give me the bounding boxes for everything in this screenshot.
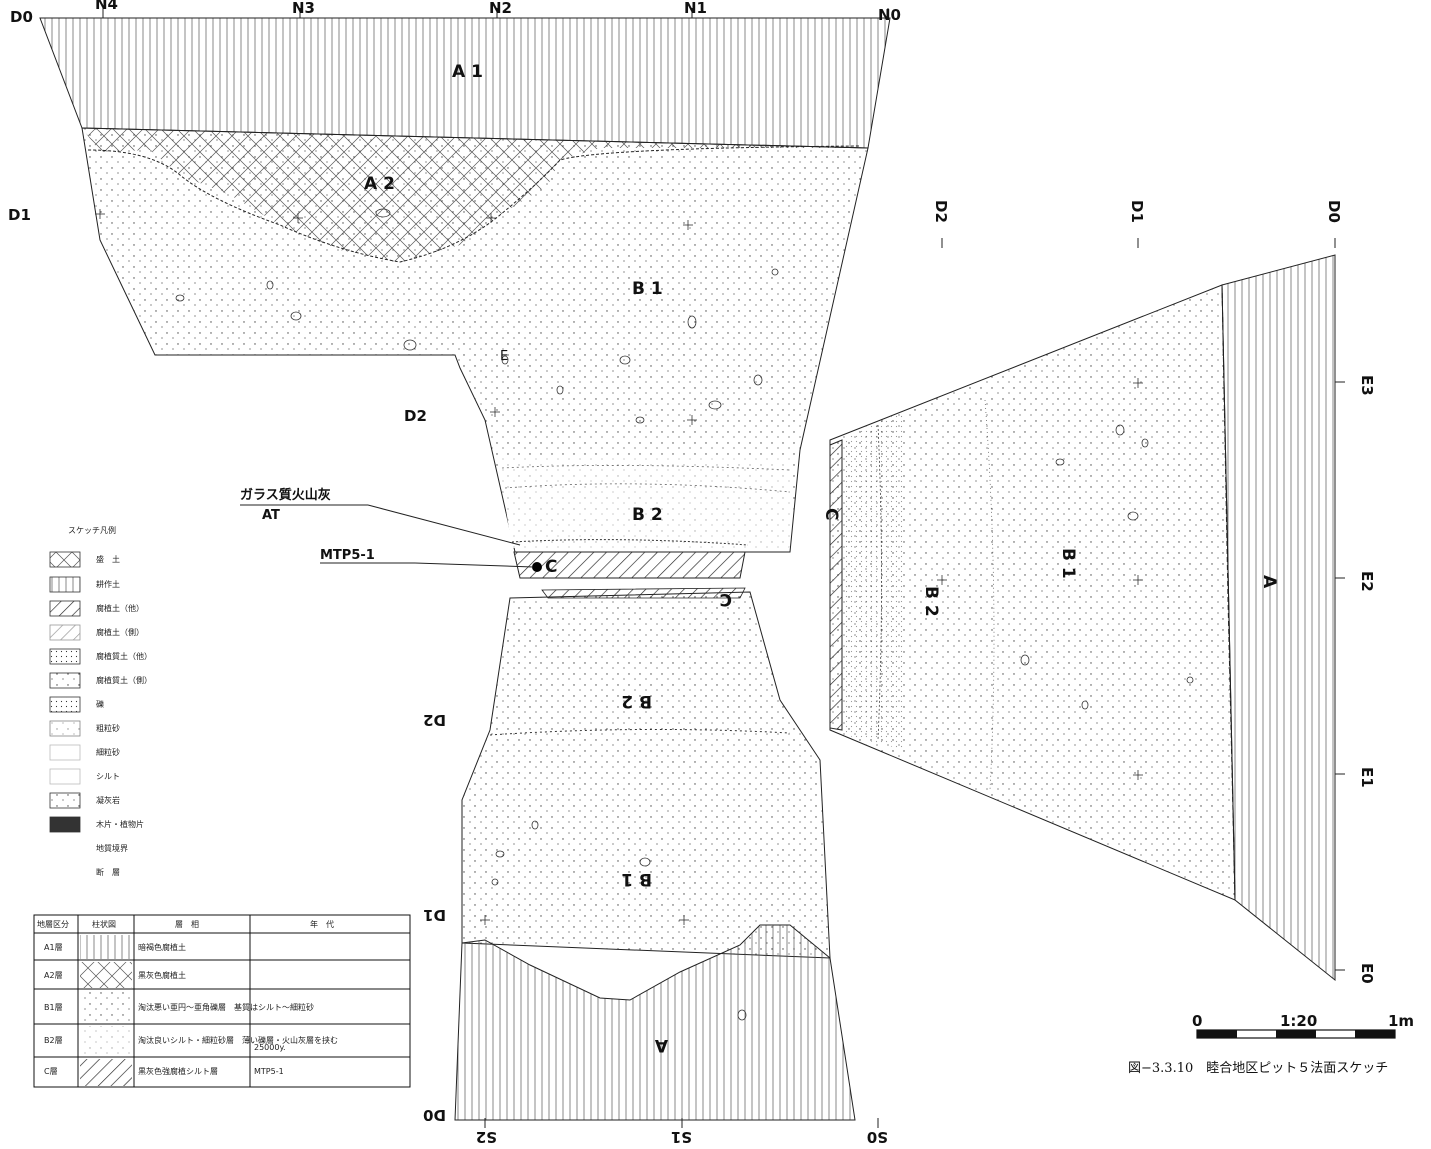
layer-label-b1: B 1 [632,279,663,299]
tick-n4: N4 [95,0,118,13]
south-wall-section [454,587,879,1128]
east-top-d2: D2 [932,200,950,223]
scale-start: 0 [1192,1012,1202,1030]
layer-a1 [39,17,891,149]
table-header: 地層区分 [37,919,69,929]
table-row-name: B1層 [44,1003,63,1012]
table-row-age: 25000y. [254,1043,286,1052]
tick-e3: E3 [1358,375,1376,396]
layer-label-c: C [545,557,557,577]
legend-item: 凝灰岩 [96,795,120,805]
tick-e2: E2 [1358,571,1376,592]
east-wall-section [829,238,1345,982]
layer-label-a2: A 2 [364,174,395,194]
tick-n2: N2 [489,0,512,17]
east-layer-b2: B 2 [921,586,941,617]
tick-n3: N3 [292,0,315,17]
scale-end: 1m [1388,1012,1414,1030]
south-layer-b2: B 2 [621,691,652,711]
table-row-name: A1層 [44,943,63,952]
table-row-desc: 淘汰悪い亜円～亜角礫層 基質はシルト～細粒砂 [138,1002,314,1012]
legend-item: 腐植土（他） [96,603,144,613]
legend-item: 腐植質土（他） [96,651,152,661]
table-header: 層 相 [175,919,199,929]
scale-mid: 1:20 [1280,1012,1317,1030]
legend-item: 木片・植物片 [96,819,144,829]
layer-label-b2: B 2 [632,505,663,525]
sample-point [532,562,542,572]
table-row-age: MTP5-1 [254,1067,284,1076]
legend-item: 細粒砂 [96,747,120,757]
layer-a-south [454,924,856,1121]
depth-d0: D0 [10,8,33,26]
table-row-desc: 暗褐色腐植土 [138,942,186,952]
legend-item: 断 層 [96,867,120,877]
table-row-desc: 黒灰色強腐植シルト層 [138,1066,218,1076]
legend-item: 地質境界 [96,843,128,853]
east-layer-b1: B 1 [1058,548,1078,579]
north-wall-section [39,8,891,579]
layer-c [513,551,746,579]
table-header: 柱状図 [92,919,116,929]
stratigraphy-table [33,914,411,1088]
south-depth-d0: D0 [423,1106,446,1124]
scale-bar [1196,1029,1396,1039]
table-row-name: A2層 [44,971,63,980]
tick-n1: N1 [684,0,707,17]
legend-item: 耕作土 [96,579,120,589]
tick-e1: E1 [1358,767,1376,788]
legend-item: 盛 土 [96,554,120,564]
table-row-name: B2層 [44,1036,63,1045]
table-row-name: C層 [44,1067,58,1076]
legend-swatches [49,551,81,833]
depth-d2: D2 [404,407,427,425]
layer-c-east [829,439,843,731]
tick-s0: S0 [867,1128,888,1146]
legend-item: 粗粒砂 [96,723,120,733]
south-depth-d2: D2 [423,711,446,729]
legend-item: シルト [96,772,120,781]
tick-s2: S2 [476,1128,497,1146]
sample-label: MTP5-1 [320,548,375,563]
east-top-d0: D0 [1325,200,1343,223]
tick-s1: S1 [671,1128,692,1146]
layer-label-e: E [500,349,508,364]
glass-ash-label: ガラス質火山灰 [240,487,331,503]
legend-title: スケッチ凡例 [68,525,116,535]
south-layer-c: C [720,589,732,609]
south-layer-b1: B 1 [621,869,652,889]
south-depth-d1: D1 [423,906,446,924]
glass-ash-sub-label: AT [262,508,280,523]
east-layer-c: C [821,508,841,520]
table-row-desc: 黒灰色腐植土 [138,970,186,980]
layer-label-a1: A 1 [452,62,483,82]
legend-item: 腐植土（側） [96,627,144,637]
south-layer-a: A [654,1035,668,1055]
legend-item: 礫 [96,699,104,709]
legend-item: 腐植質土（側） [96,675,152,685]
figure-caption: 図−3.3.10 睦合地区ピット５法面スケッチ [1128,1060,1388,1076]
east-top-d1: D1 [1128,200,1146,223]
tick-e0: E0 [1358,963,1376,984]
table-row-desc: 淘汰良いシルト・細粒砂層 薄い礫層・火山灰層を挟む [138,1035,338,1045]
table-header: 年 代 [310,919,334,929]
east-layer-a: A [1259,575,1279,589]
depth-d1: D1 [8,206,31,224]
tick-n0: N0 [878,6,901,24]
layer-a-east [1221,254,1336,982]
